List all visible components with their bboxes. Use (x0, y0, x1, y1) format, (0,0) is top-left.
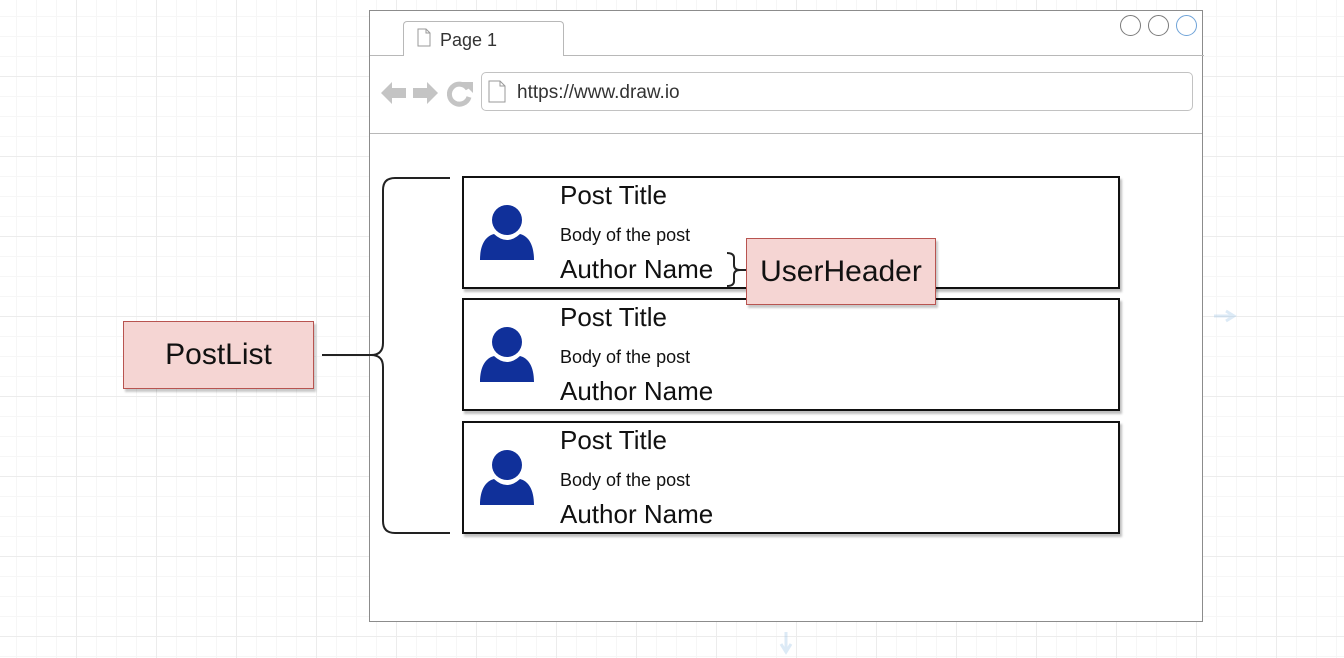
post-card: Post Title Body of the post Author Name (462, 421, 1120, 534)
window-button-maximize[interactable] (1176, 15, 1197, 36)
post-card: Post Title Body of the post Author Name (462, 298, 1120, 411)
postlist-label: PostList (123, 321, 314, 389)
back-arrow-icon[interactable] (381, 82, 406, 104)
post-body: Body of the post (560, 225, 691, 245)
post-body: Body of the post (560, 470, 691, 490)
post-author: Author Name (560, 499, 714, 529)
faint-arrow-icon (1214, 309, 1237, 323)
window-button-minimize[interactable] (1148, 15, 1169, 36)
userheader-label: UserHeader (746, 238, 936, 305)
address-bar[interactable]: https://www.draw.io (481, 72, 1193, 111)
tab-label: Page 1 (440, 30, 498, 50)
browser-tab[interactable]: Page 1 (403, 21, 564, 56)
post-title: Post Title (560, 425, 667, 455)
refresh-icon[interactable] (446, 81, 473, 107)
post-author: Author Name (560, 376, 714, 406)
post-title: Post Title (560, 302, 667, 332)
post-body: Body of the post (560, 347, 691, 367)
navigation-controls (381, 81, 473, 107)
forward-arrow-icon[interactable] (413, 82, 438, 104)
url-text: https://www.draw.io (517, 82, 680, 103)
window-button-close[interactable] (1120, 15, 1141, 36)
document-icon (417, 28, 431, 47)
post-title: Post Title (560, 180, 667, 210)
user-avatar-icon (480, 205, 534, 260)
faint-arrow-icon (779, 632, 793, 655)
post-author: Author Name (560, 254, 714, 284)
document-icon (488, 80, 506, 103)
toolbar-divider (370, 133, 1202, 134)
user-avatar-icon (480, 327, 534, 382)
tab-divider (563, 55, 1204, 56)
user-avatar-icon (480, 450, 534, 505)
tab-divider (370, 55, 404, 56)
